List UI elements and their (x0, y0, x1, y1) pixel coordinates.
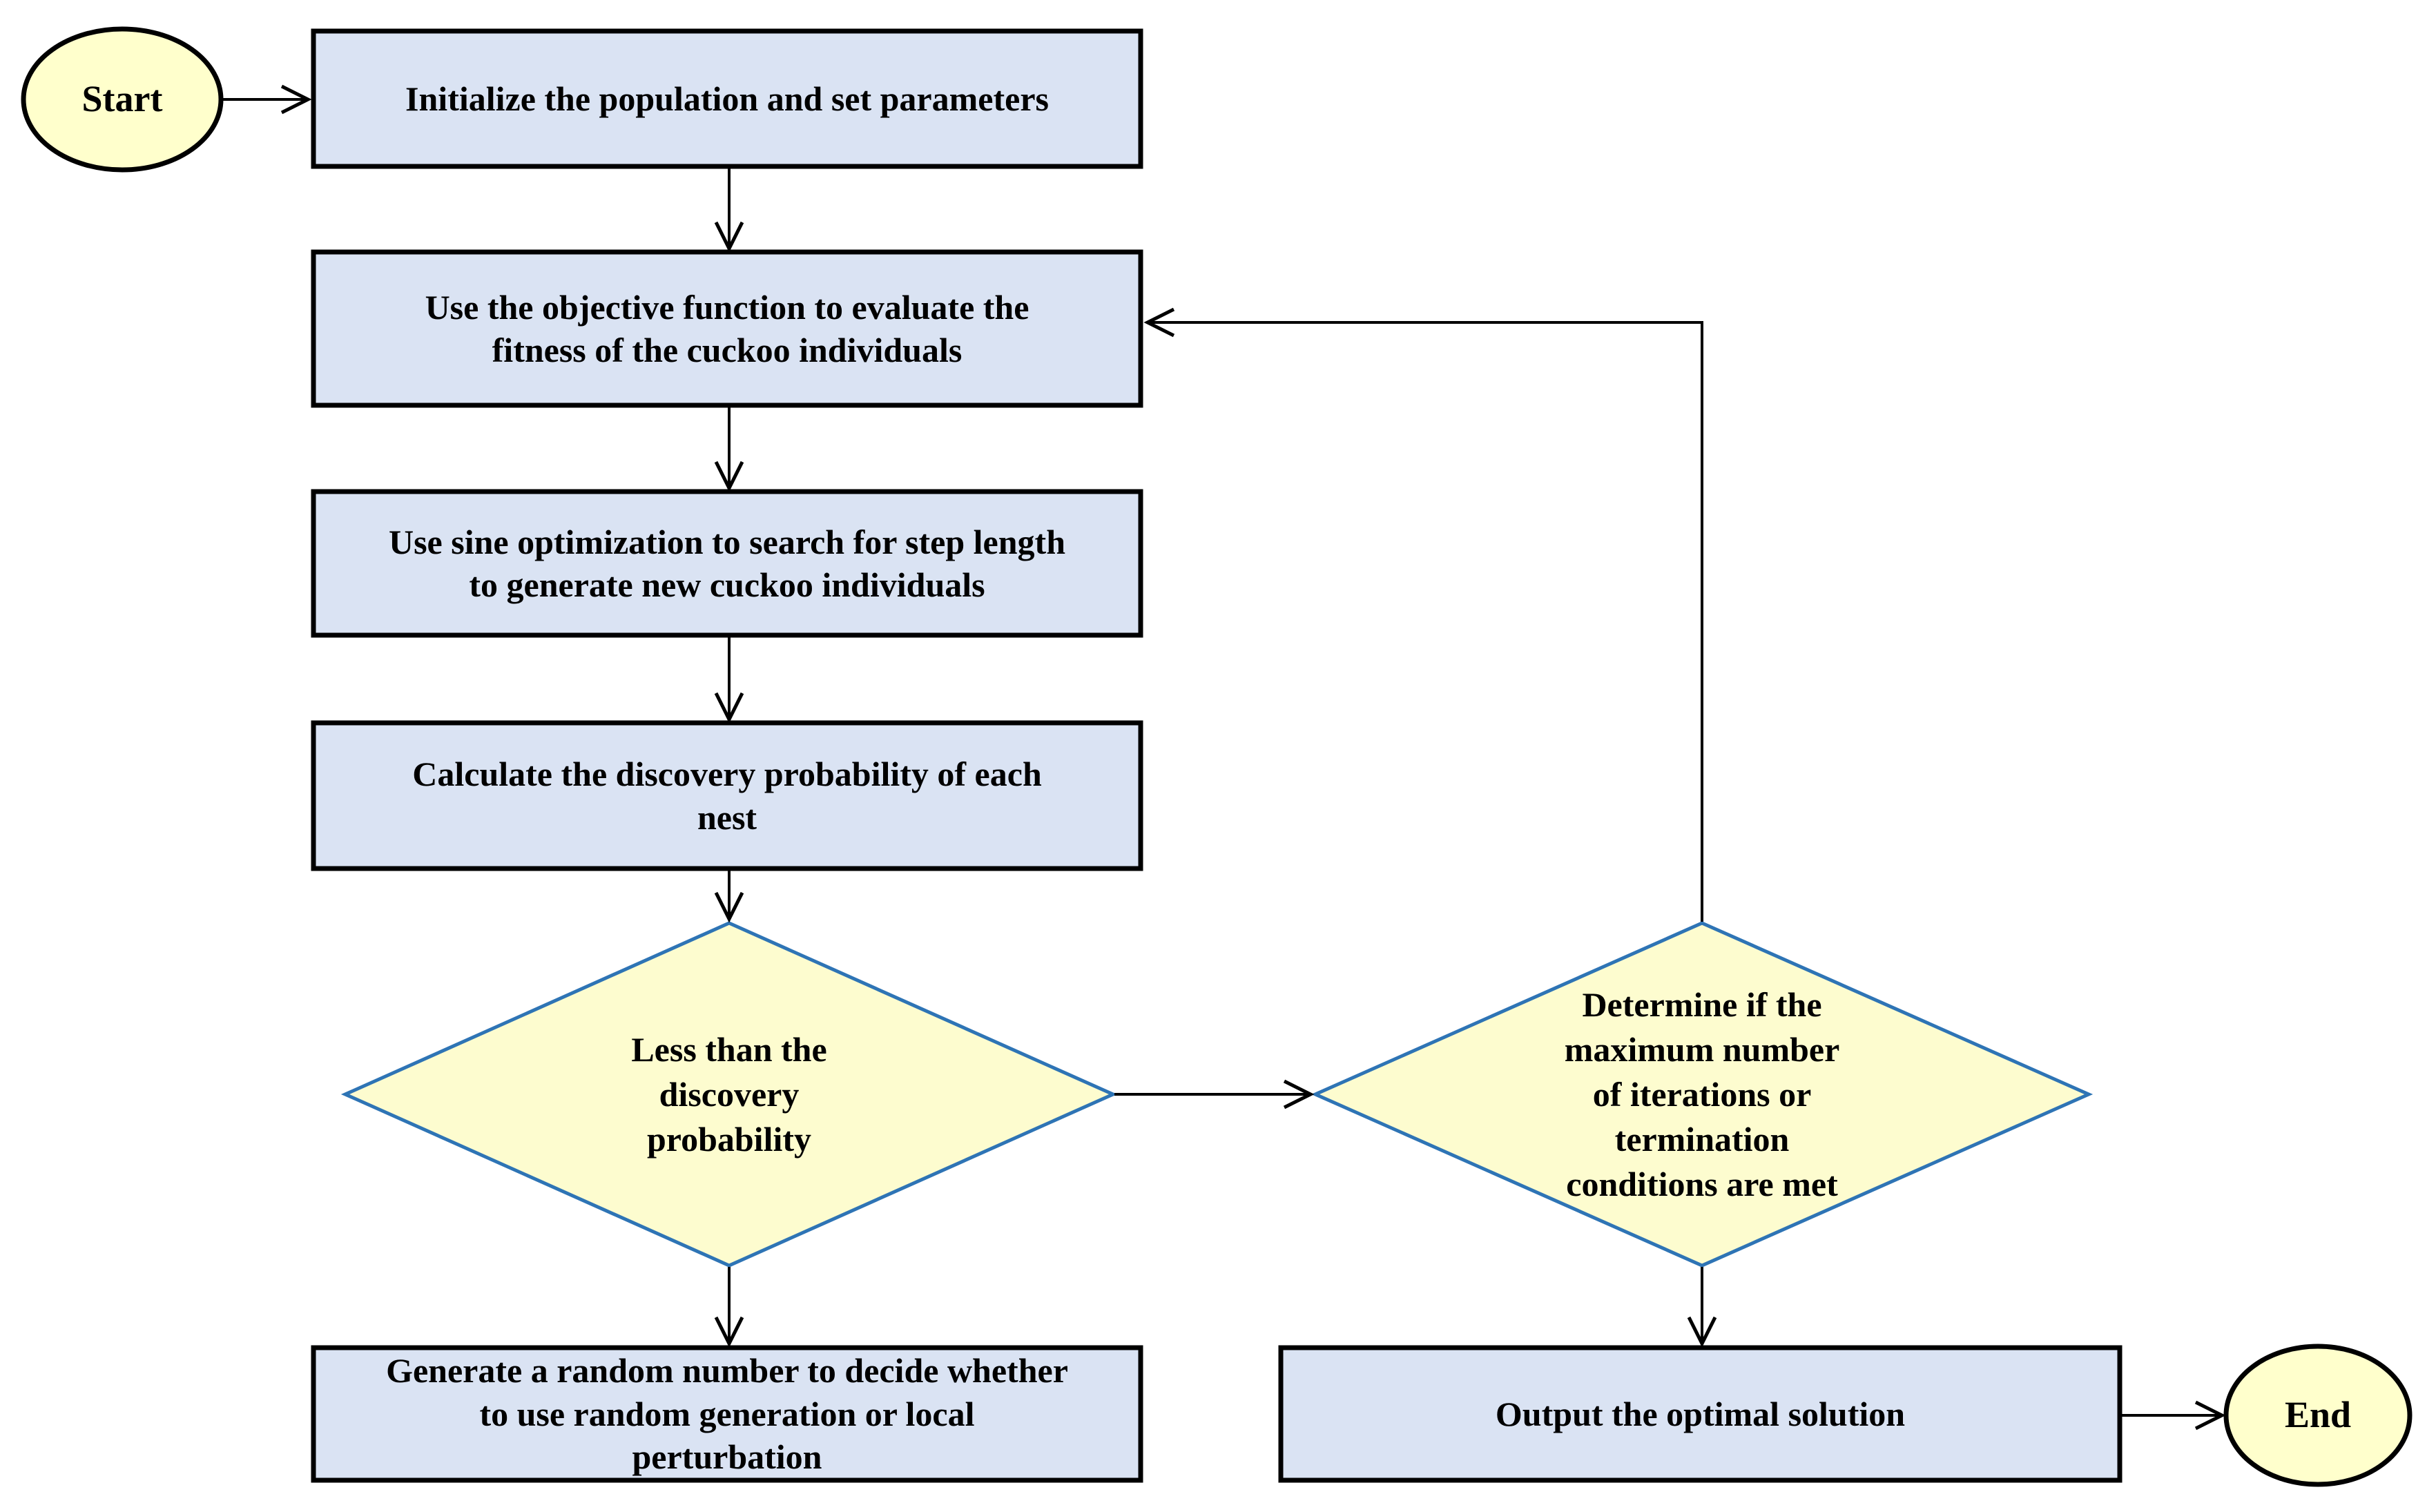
output-process-box (1278, 1345, 2123, 1483)
less-decision-diamond (340, 921, 1118, 1268)
end-terminal-shape (2223, 1344, 2413, 1487)
sine-process-box (311, 489, 1143, 638)
determine-decision-diamond (1311, 921, 2094, 1268)
random-process-box (311, 1345, 1143, 1483)
calc-process-box (311, 720, 1143, 871)
start-terminal-shape (21, 26, 224, 173)
arrow-determine-to-evaluate-loop (1143, 307, 1703, 922)
init-process-box (311, 28, 1143, 169)
evaluate-process-box (311, 249, 1143, 408)
